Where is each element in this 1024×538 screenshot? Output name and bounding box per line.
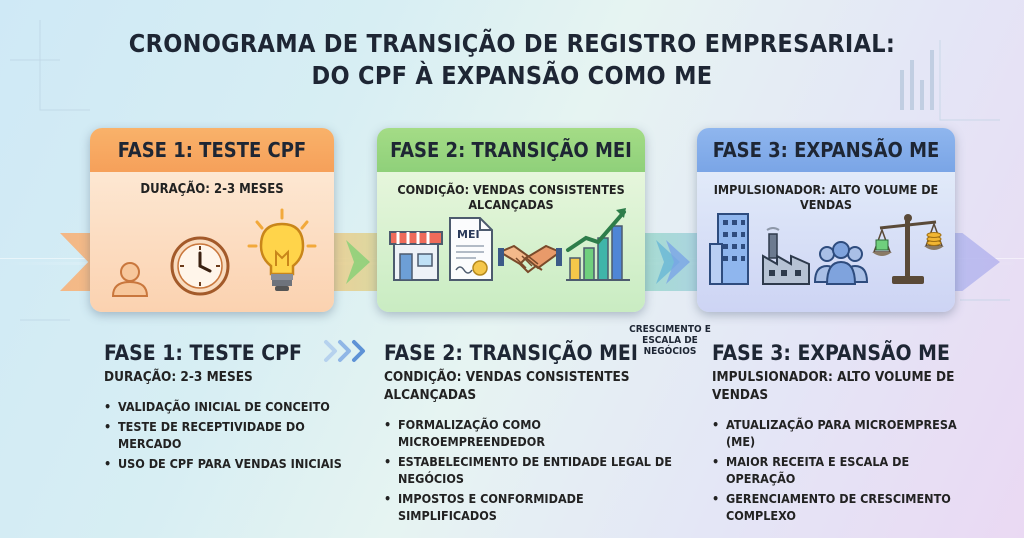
phase-card-subtitle: IMPULSIONADOR: ALTO VOLUME DE VENDAS xyxy=(713,182,939,212)
chevron-right-icon xyxy=(346,240,370,284)
phase-card-2: FASE 2: TRANSIÇÃO MEI CONDIÇÃO: VENDAS C… xyxy=(377,128,645,312)
phase-card-header: FASE 2: TRANSIÇÃO MEI xyxy=(377,128,645,172)
list-item: ESTABELECIMENTO DE ENTIDADE LEGAL DE NEG… xyxy=(384,453,674,487)
phase-card-subtitle: DURAÇÃO: 2-3 MESES xyxy=(140,182,284,197)
phase-section-1: FASE 1: TESTE CPF DURAÇÃO: 2-3 MESES VAL… xyxy=(104,340,354,475)
phase-bullet-list: FORMALIZAÇÃO COMO MICROEMPREENDEDOR ESTA… xyxy=(384,416,674,524)
team-icon xyxy=(814,241,869,285)
list-item: VALIDAÇÃO INICIAL DE CONCEITO xyxy=(104,398,354,415)
handshake-icon xyxy=(498,244,562,274)
phase-section-condition: DURAÇÃO: 2-3 MESES xyxy=(104,369,253,385)
list-item: USO DE CPF PARA VENDAS INICIAIS xyxy=(104,455,354,472)
phase-bullet-list: ATUALIZAÇÃO PARA MICROEMPRESA (ME) MAIOR… xyxy=(712,416,982,524)
list-item: IMPOSTOS E CONFORMIDADE SIMPLIFICADOS xyxy=(384,490,674,524)
list-item: FORMALIZAÇÃO COMO MICROEMPREENDEDOR xyxy=(384,416,674,450)
phase-section-condition: IMPULSIONADOR: ALTO VOLUME DE VENDAS xyxy=(712,369,955,403)
phase-card-header: FASE 3: EXPANSÃO ME xyxy=(697,128,955,172)
list-item: ATUALIZAÇÃO PARA MICROEMPRESA (ME) xyxy=(712,416,982,450)
office-building-icon xyxy=(709,213,750,285)
person-icon xyxy=(112,262,149,297)
phase-section-title: FASE 2: TRANSIÇÃO MEI xyxy=(384,341,638,365)
phase-card-body: IMPULSIONADOR: ALTO VOLUME DE VENDAS xyxy=(697,172,955,312)
balance-scale-icon xyxy=(871,214,944,284)
chevron-right-icon xyxy=(656,240,690,284)
title-line-2: DO CPF À EXPANSÃO COMO ME xyxy=(311,61,713,90)
phase-section-condition: CONDIÇÃO: VENDAS CONSISTENTES ALCANÇADAS xyxy=(384,369,630,403)
growth-chart-icon xyxy=(566,208,630,281)
phase-section-title: FASE 1: TESTE CPF xyxy=(104,341,302,365)
phase-section-title: FASE 3: EXPANSÃO ME xyxy=(712,341,950,365)
storefront-icon xyxy=(389,231,443,281)
mei-document-icon: MEI xyxy=(449,217,493,281)
factory-icon xyxy=(761,227,810,285)
phase-bullet-list: VALIDAÇÃO INICIAL DE CONCEITO TESTE DE R… xyxy=(104,398,354,472)
phase-card-body: DURAÇÃO: 2-3 MESES xyxy=(90,172,334,312)
clock-icon xyxy=(170,236,230,296)
title-line-1: CRONOGRAMA DE TRANSIÇÃO DE REGISTRO EMPR… xyxy=(128,29,896,58)
triple-chevron-right-icon xyxy=(324,340,365,362)
phase-card-icons xyxy=(697,208,955,286)
floating-growth-label: CRESCIMENTO E ESCALA DE NEGÓCIOS xyxy=(629,324,711,357)
page-title: CRONOGRAMA DE TRANSIÇÃO DE REGISTRO EMPR… xyxy=(0,28,1024,92)
phase-card-subtitle: CONDIÇÃO: VENDAS CONSISTENTES ALCANÇADAS xyxy=(397,182,625,212)
list-item: GERENCIAMENTO DE CRESCIMENTO COMPLEXO xyxy=(712,490,982,524)
phase-card-header: FASE 1: TESTE CPF xyxy=(90,128,334,172)
phase-section-3: FASE 3: EXPANSÃO ME IMPULSIONADOR: ALTO … xyxy=(712,340,1002,527)
phase-card-icons xyxy=(90,208,334,298)
mei-document-label: MEI xyxy=(457,228,480,241)
phase-section-2: FASE 2: TRANSIÇÃO MEI CONDIÇÃO: VENDAS C… xyxy=(384,340,704,527)
lightbulb-icon xyxy=(247,208,317,291)
list-item: TESTE DE RECEPTIVIDADE DO MERCADO xyxy=(104,418,354,452)
list-item: MAIOR RECEITA E ESCALA DE OPERAÇÃO xyxy=(712,453,982,487)
phase-card-icons: MEI xyxy=(377,204,645,284)
phase-card-body: CONDIÇÃO: VENDAS CONSISTENTES ALCANÇADAS… xyxy=(377,172,645,312)
phase-card-3: FASE 3: EXPANSÃO ME IMPULSIONADOR: ALTO … xyxy=(697,128,955,312)
phase-card-1: FASE 1: TESTE CPF DURAÇÃO: 2-3 MESES xyxy=(90,128,334,312)
